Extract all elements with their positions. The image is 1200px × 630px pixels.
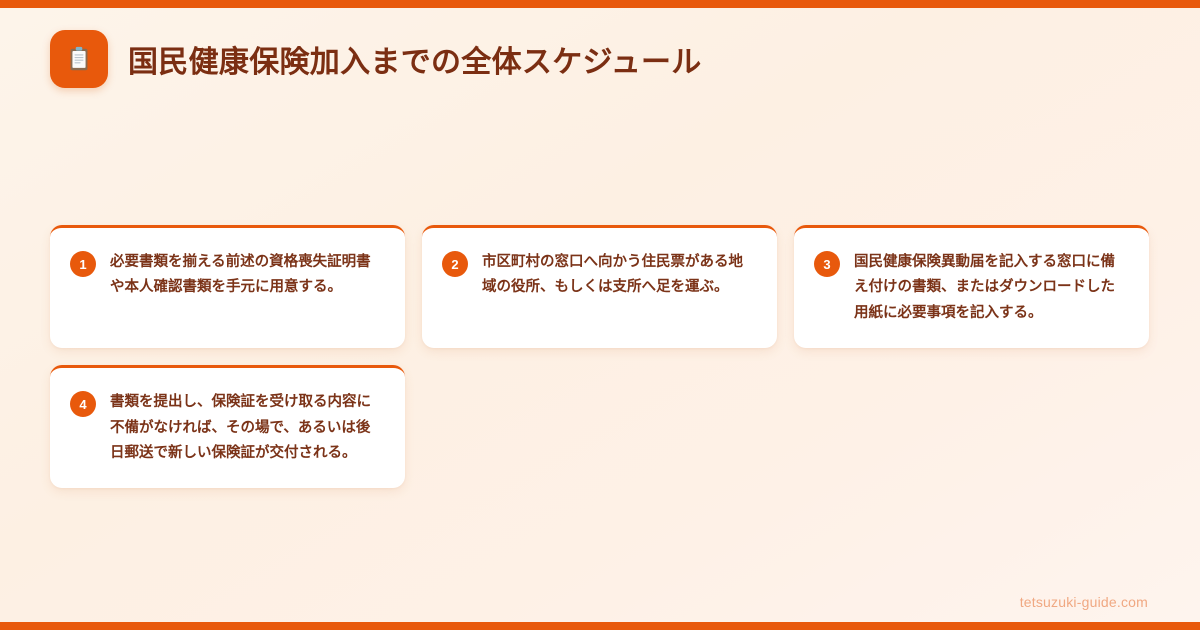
step-text: 市区町村の窓口へ向かう住民票がある地域の役所、もしくは支所へ足を運ぶ。 [482, 254, 743, 296]
clipboard-icon [50, 30, 108, 88]
step-text: 書類を提出し、保険証を受け取る内容に不備がなければ、その場で、あるいは後日郵送で… [110, 394, 371, 461]
top-accent-bar [0, 0, 1200, 8]
bottom-accent-bar [0, 622, 1200, 630]
step-card: 2 市区町村の窓口へ向かう住民票がある地域の役所、もしくは支所へ足を運ぶ。 [422, 225, 777, 349]
step-number-badge: 1 [70, 251, 96, 277]
step-number-badge: 3 [814, 251, 840, 277]
step-card: 1 必要書類を揃える前述の資格喪失証明書や本人確認書類を手元に用意する。 [50, 225, 405, 349]
step-text: 国民健康保険異動届を記入する窓口に備え付けの書類、またはダウンロードした用紙に必… [854, 254, 1115, 321]
steps-list: 1 必要書類を揃える前述の資格喪失証明書や本人確認書類を手元に用意する。 2 市… [50, 225, 1150, 489]
step-card: 3 国民健康保険異動届を記入する窓口に備え付けの書類、またはダウンロードした用紙… [794, 225, 1149, 349]
page-header: 国民健康保険加入までの全体スケジュール [50, 30, 702, 88]
step-number-badge: 4 [70, 391, 96, 418]
step-text: 必要書類を揃える前述の資格喪失証明書や本人確認書類を手元に用意する。 [110, 254, 371, 296]
footer-site-url: tetsuzuki-guide.com [1019, 594, 1148, 610]
step-card: 4 書類を提出し、保険証を受け取る内容に不備がなければ、その場で、あるいは後日郵… [50, 365, 405, 489]
page-title: 国民健康保険加入までの全体スケジュール [128, 46, 702, 79]
step-number-badge: 2 [442, 251, 468, 277]
